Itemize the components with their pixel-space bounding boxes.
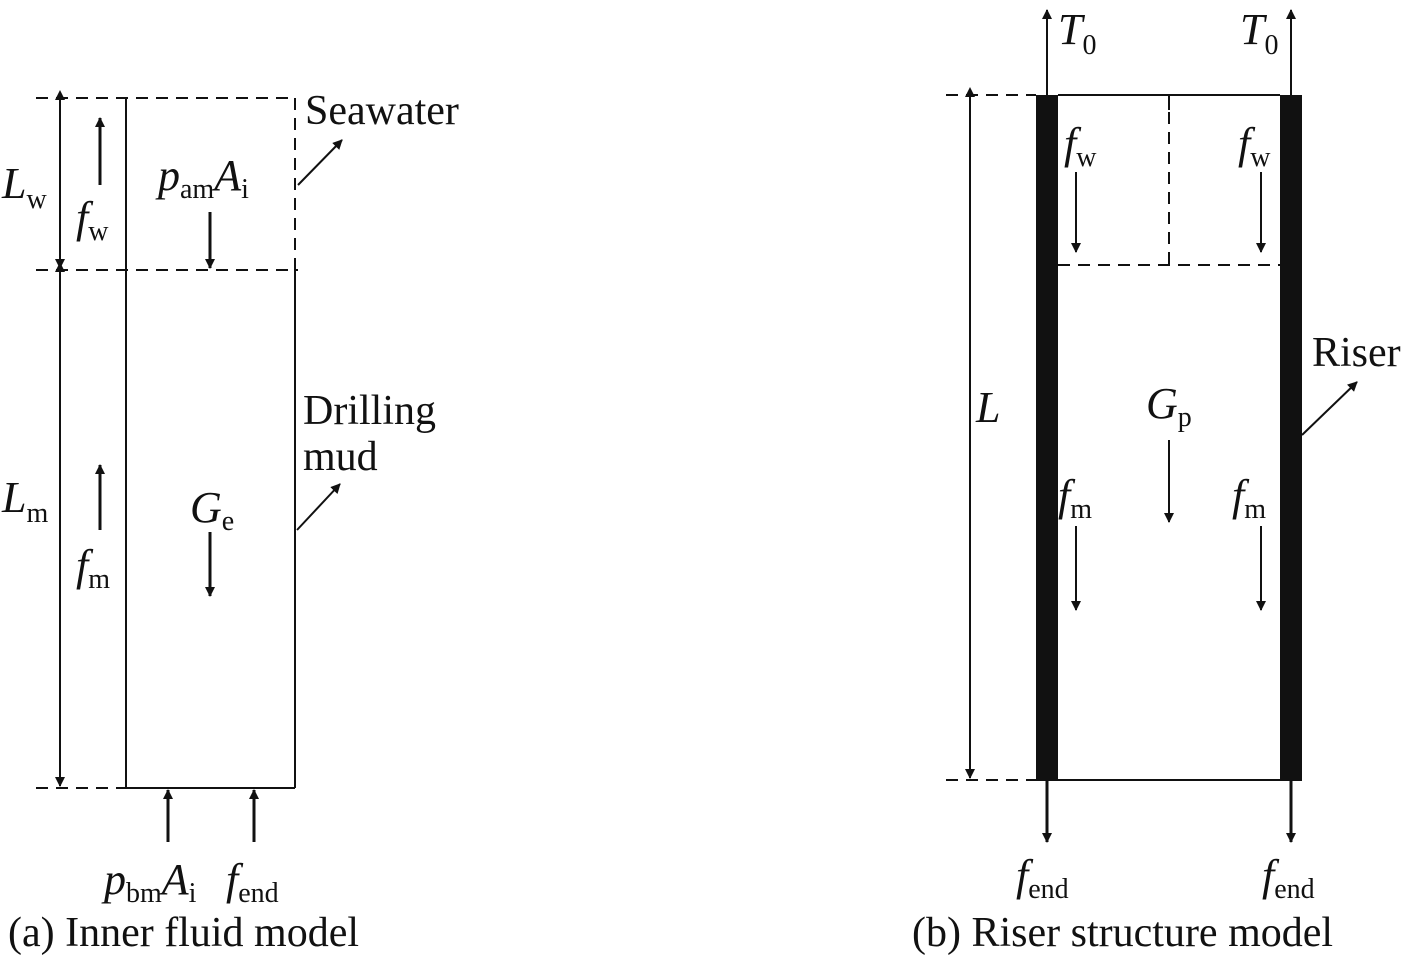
riser-right-wall (1280, 95, 1302, 781)
fend-label-a: fend (226, 855, 279, 909)
t0-left-label: T0 (1058, 5, 1096, 61)
l-label: L (975, 383, 1000, 432)
riser-leader-arrow (1301, 381, 1358, 436)
caption-a: (a) Inner fluid model (8, 910, 359, 956)
mud-leader-arrow (296, 483, 341, 531)
riser-label: Riser (1312, 330, 1401, 376)
lm-label: Lm (1, 473, 48, 529)
gp-label: Gp (1146, 379, 1192, 433)
riser-left-wall (1036, 95, 1058, 781)
seawater-leader-arrow (297, 139, 343, 186)
panel-b-riser-structure-model: L T0 T0 fw fw Gp fm fm Riser fend fend (… (912, 5, 1401, 956)
drilling-label: Drilling (303, 388, 436, 434)
caption-b: (b) Riser structure model (912, 910, 1333, 956)
panel-a-inner-fluid-model: Lw Lm fw fm pamAi Ge Seawater Drilling m… (1, 88, 459, 956)
mud-label: mud (303, 434, 378, 480)
fw-label: fw (76, 193, 109, 247)
lw-label: Lw (1, 159, 47, 215)
seawater-label: Seawater (305, 88, 459, 134)
fend-left-label: fend (1016, 851, 1069, 905)
t0-right-label: T0 (1240, 5, 1278, 61)
fw-left-label: fw (1064, 119, 1097, 173)
fw-right-label: fw (1238, 119, 1271, 173)
fm-right-label: fm (1232, 471, 1266, 525)
pbm-ai-label: pbmAi (101, 855, 197, 909)
fm-label: fm (76, 541, 110, 595)
fm-left-label: fm (1058, 471, 1092, 525)
ge-label: Ge (190, 483, 234, 537)
pam-ai-label: pamAi (155, 151, 249, 205)
fend-right-label: fend (1262, 851, 1315, 905)
